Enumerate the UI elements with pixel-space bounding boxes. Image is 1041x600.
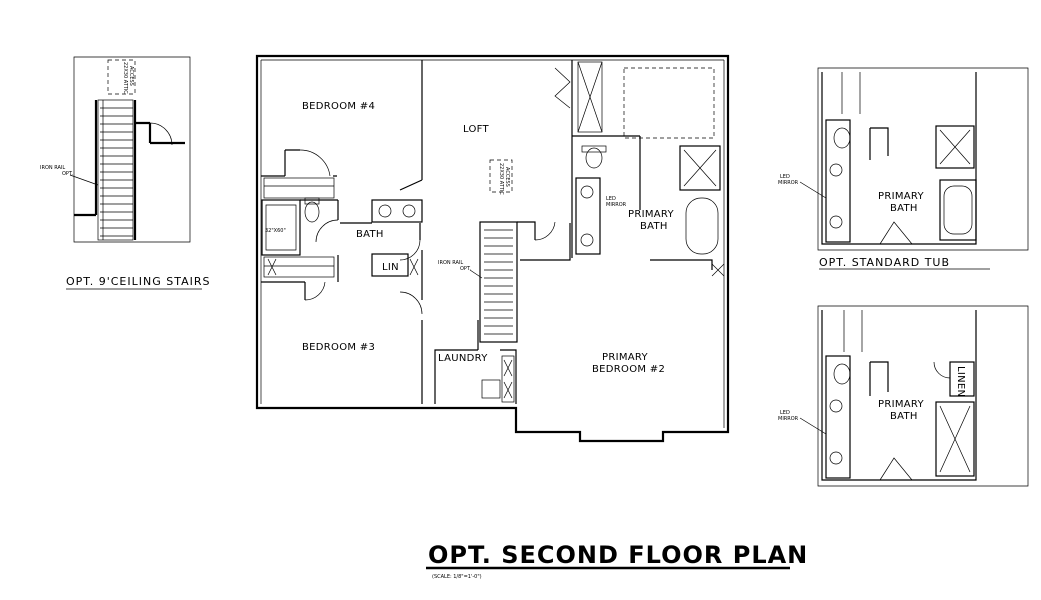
sink-icon [580,185,594,199]
title-block: OPT. SECOND FLOOR PLAN (SCALE: 1/8"=1'-0… [426,541,808,580]
led-mirror-note-2: MIRROR [778,180,799,186]
room-label-laundry: LAUNDRY [438,353,488,364]
sink-icon [829,399,843,413]
shower-stall [679,145,721,191]
laundry-shelf [501,355,515,403]
led-mirror-note-2: MIRROR [778,416,799,422]
plan-title: OPT. SECOND FLOOR PLAN [428,541,808,569]
room-label-bedroom-3: BEDROOM #3 [302,342,375,353]
inset-standard-tub: PRIMARY BATH LED MIRROR OPT. STANDARD TU… [778,67,1029,270]
linen-label: LINEN [955,366,966,397]
room-label-bath: BATH [356,229,384,240]
toilet-icon [585,147,603,169]
iron-rail-note: IRON RAIL [438,260,463,266]
sink-icon [580,233,594,247]
linen-closet [949,361,975,397]
plan-scale: (SCALE: 1/8"=1'-0") [432,574,482,580]
toilet-icon [833,127,851,149]
attic-access-label-2: ACCESS [504,167,510,187]
room-label-loft: LOFT [463,124,490,135]
standard-tub [939,179,977,241]
attic-access-hatch [107,59,136,95]
standard-tub-caption: OPT. STANDARD TUB [819,256,950,269]
freestanding-tub [685,197,719,255]
led-mirror-note: LED [606,196,616,202]
toilet-icon [833,363,851,385]
main-floor-plan: 32"X60" BATH LIN IRON RAIL OPT. [255,54,730,443]
sink-icon [402,204,416,218]
washer-icon [481,379,501,399]
room-label-bedroom-4: BEDROOM #4 [302,101,375,112]
stairs-caption: OPT. 9'CEILING STAIRS [66,275,210,288]
iron-rail-note: IRON RAIL [40,165,65,171]
room-label-primary-bath: PRIMARY [878,191,925,202]
attic-access-label: 22X30 ATTIC [498,163,504,195]
toilet-icon [304,201,320,223]
stair-treads [100,100,133,240]
iron-rail-note-2: OPT. [460,266,471,272]
room-label-primary-bedroom-2: BEDROOM #2 [592,364,665,375]
room-label-primary-bath-2: BATH [890,203,918,214]
room-label-primary-bedroom: PRIMARY [602,352,649,363]
closet-shelf [623,67,715,139]
led-mirror-note: LED [780,174,790,180]
led-mirror-note: LED [780,410,790,416]
led-mirror-note-2: MIRROR [606,202,627,208]
inset-shower-linen: LINEN PRIMARY BATH LED MIRROR [778,305,1029,487]
room-label-lin: LIN [382,262,399,273]
sink-icon [829,215,843,229]
sink-icon [829,163,843,177]
room-label-primary-bath-2: BATH [890,411,918,422]
attic-access-label: 22X30 ATTIC [122,62,128,94]
shower-stall [935,125,975,169]
room-label-primary-bath: PRIMARY [628,209,675,220]
inset-stairs: 22X30 ATTIC ACCESS IRON RAIL OPT. OPT. 9… [40,56,210,290]
shower-stall [935,401,975,477]
sink-icon [378,204,392,218]
tub-size-note: 32"X60" [265,228,286,234]
attic-access-hatch [489,159,513,193]
sink-icon [829,451,843,465]
attic-access-label-2: ACCESS [128,66,134,86]
iron-rail-note-2: OPT. [62,171,73,177]
room-label-primary-bath: PRIMARY [878,399,925,410]
room-label-primary-bath-2: BATH [640,221,668,232]
